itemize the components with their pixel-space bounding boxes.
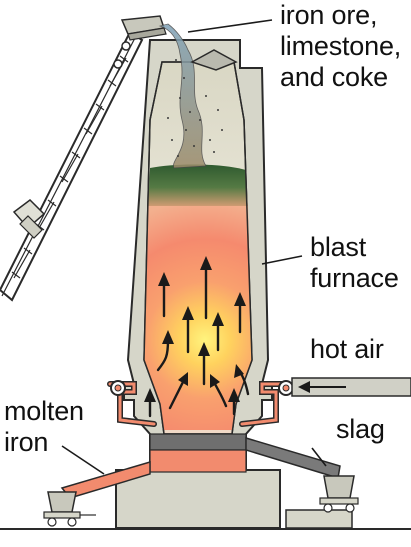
ore-bucket-icon xyxy=(120,15,167,41)
label-charge-line-3: and coke xyxy=(280,62,388,92)
leader-lines xyxy=(61,19,327,475)
label-charge: iron ore, limestone, and coke xyxy=(280,0,401,93)
label-molten-iron: molten iron xyxy=(4,396,84,458)
label-blast-furnace-line-2: furnace xyxy=(310,263,399,293)
ladle-cars-icon xyxy=(43,475,359,527)
leader-blast-furnace xyxy=(261,255,303,265)
label-blast-furnace: blast furnace xyxy=(310,232,399,294)
label-molten-iron-line-1: molten xyxy=(4,396,84,426)
label-hot-air: hot air xyxy=(310,334,384,364)
right-ladle-car xyxy=(319,475,359,513)
bell-cone xyxy=(190,49,238,71)
label-molten-iron-line-2: iron xyxy=(4,427,49,457)
label-charge-line-2: limestone, xyxy=(280,31,402,61)
leader-slag xyxy=(311,447,327,467)
charge-particles xyxy=(167,59,223,157)
left-ladle-car xyxy=(43,491,96,527)
slag-band xyxy=(149,433,247,451)
updraft-arrows-icon xyxy=(144,256,250,418)
label-charge-line-1: iron ore, xyxy=(280,0,378,30)
skip-hoist-icon xyxy=(0,30,144,302)
leader-molten-iron xyxy=(61,445,105,475)
molten-iron-pool xyxy=(149,449,247,473)
hot-air-arrow-icon xyxy=(298,381,346,393)
furnace-base-step xyxy=(285,509,353,529)
bustle-pipe xyxy=(107,380,294,427)
label-slag: slag xyxy=(336,414,385,444)
label-blast-furnace-line-1: blast xyxy=(310,232,367,262)
hot-air-pipe xyxy=(291,377,411,397)
leader-ore xyxy=(187,19,273,33)
charge-stream xyxy=(158,23,207,169)
heat-zone xyxy=(144,206,252,430)
charge-layer xyxy=(148,164,248,210)
